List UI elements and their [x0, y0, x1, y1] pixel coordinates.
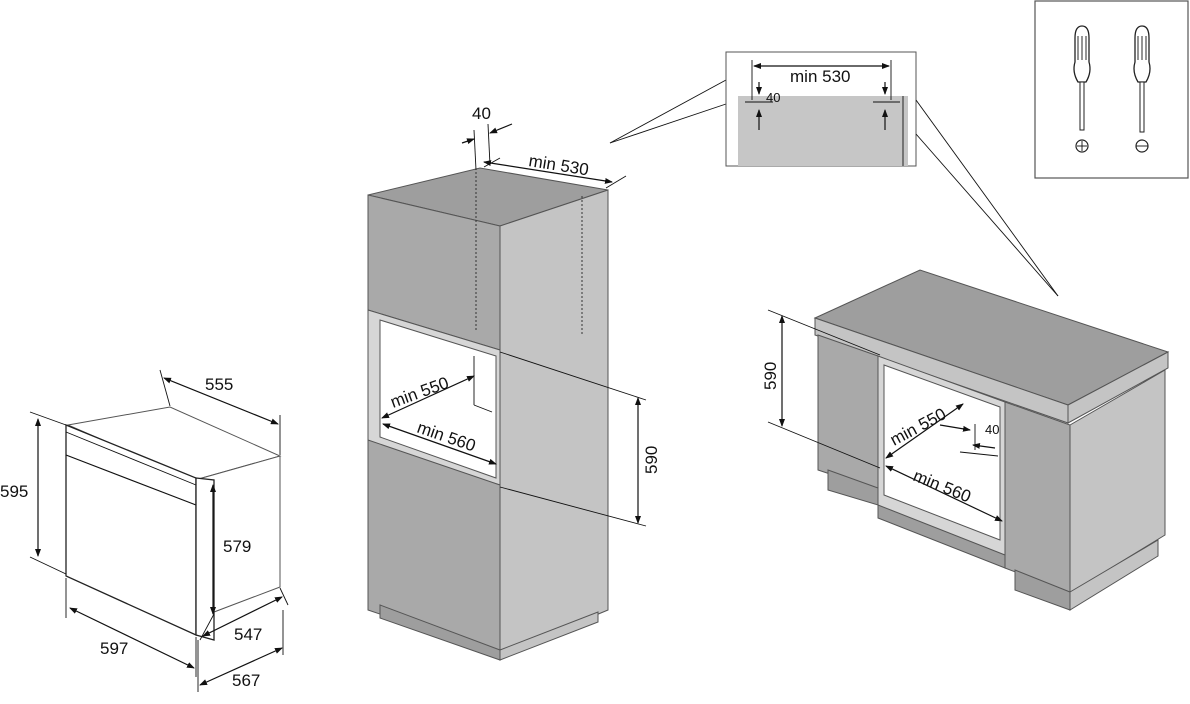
right-base-side: [1069, 369, 1166, 594]
tall-cabinet: [367, 167, 609, 661]
oven-total-depth-label: 567: [232, 671, 260, 690]
undercounter-cabinet: [813, 269, 1170, 611]
tools-frame: [1034, 0, 1189, 179]
detail-panel: [738, 96, 908, 166]
flathead-screwdriver-icon: [1133, 25, 1151, 153]
oven-width-label: 555: [205, 375, 233, 394]
undercounter-gap-label: 40: [985, 422, 999, 437]
detail-box: min 530 40: [609, 51, 1059, 297]
oven-inner-height-label: 579: [223, 537, 251, 556]
tall-top-gap-label: 40: [472, 104, 491, 123]
oven-height-label: 595: [0, 482, 28, 501]
worktop-side-edge: [1067, 351, 1169, 424]
right-base-front: [1004, 401, 1071, 594]
undercounter-height-label: 590: [761, 362, 780, 390]
left-base-front: [817, 334, 879, 491]
tall-niche-height-label: 590: [642, 446, 661, 474]
oven-front-width-label: 597: [100, 639, 128, 658]
oven-unit: [65, 406, 282, 641]
tools-box: [1034, 0, 1189, 179]
detail-depth-label: min 530: [790, 67, 850, 86]
oven-depth-label: 547: [234, 625, 262, 644]
phillips-screwdriver-icon: [1073, 25, 1091, 153]
detail-gap-label: 40: [766, 90, 780, 105]
oven-frame: [195, 477, 215, 641]
tall-cabinet-side: [499, 189, 609, 656]
tall-top-depth-label: min 530: [527, 151, 590, 179]
oven-dimensions: 555 595 579 597 547 567: [0, 369, 289, 692]
